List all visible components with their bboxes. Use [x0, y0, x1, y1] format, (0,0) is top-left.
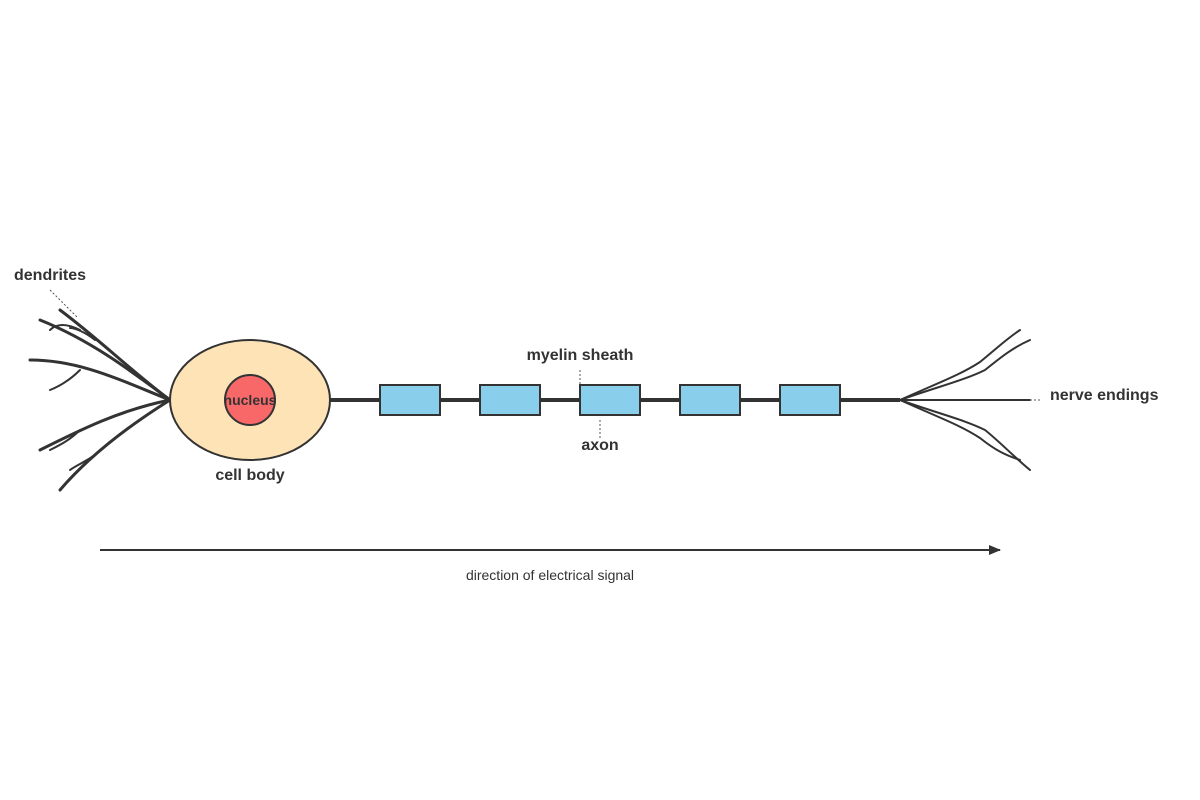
dendrite-branch	[38, 318, 172, 402]
dendrite-branch	[28, 358, 172, 402]
nerve-endings	[899, 329, 1031, 471]
dendrite-branch	[58, 398, 172, 492]
terminal-branch	[899, 399, 1031, 471]
myelin-segment	[579, 384, 641, 416]
myelin-segment	[779, 384, 841, 416]
terminal-branch	[899, 339, 1031, 401]
myelin-sheath	[379, 384, 841, 416]
myelin-segment	[479, 384, 541, 416]
dendrite-twig	[49, 324, 81, 331]
nucleus-label: nucleus	[224, 392, 277, 408]
dendrite-twig	[69, 454, 96, 471]
dendrite-twig	[49, 429, 81, 451]
terminal-branch	[899, 399, 1021, 461]
axon-label: axon	[581, 437, 618, 454]
dendrites-label: dendrites	[14, 267, 86, 284]
dendrite-twig	[49, 369, 81, 391]
signal-direction-label: direction of electrical signal	[466, 567, 634, 583]
dendrite-twig	[69, 327, 96, 341]
myelin-segment	[379, 384, 441, 416]
dendrites-leader	[49, 289, 79, 319]
dendrites	[28, 308, 172, 492]
myelin-segment	[679, 384, 741, 416]
dendrite-branch	[38, 398, 172, 452]
nerve-endings-label: nerve endings	[1050, 387, 1159, 404]
nucleus	[224, 374, 276, 426]
cell-body-label: cell body	[215, 467, 284, 484]
myelin-sheath-label: myelin sheath	[527, 347, 634, 364]
terminal-branch	[899, 329, 1021, 401]
